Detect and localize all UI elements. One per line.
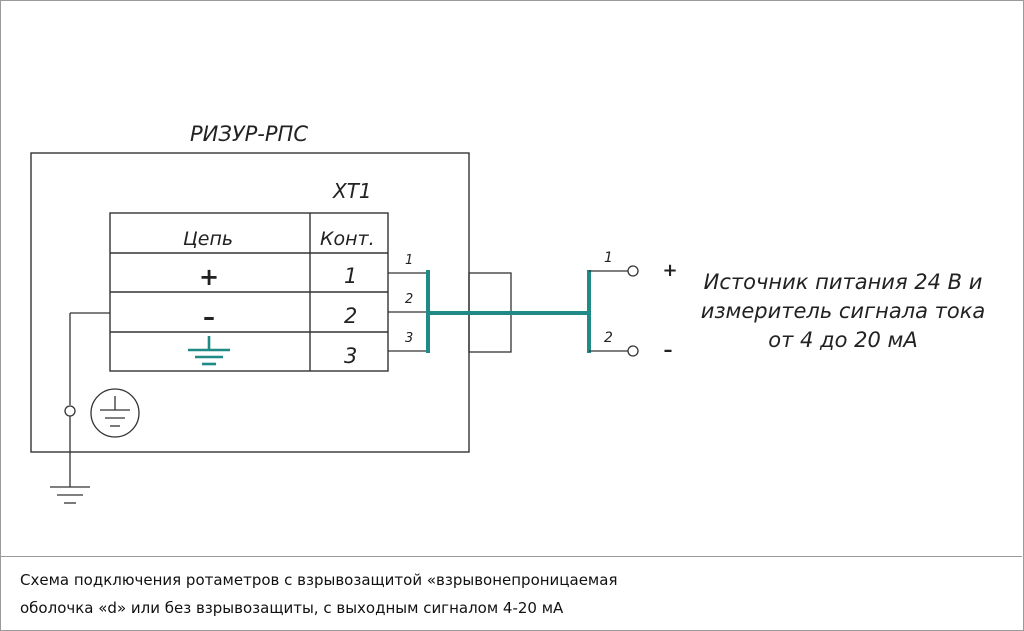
caption-panel: Схема подключения ротаметров с взрывозащ… (0, 556, 1022, 629)
wire-number-2: 2 (405, 292, 413, 307)
wire-number-1: 1 (405, 253, 413, 268)
circuit-plus: + (199, 263, 219, 291)
source-label-line-2: измеритель сигнала тока (701, 299, 986, 323)
source-label-line-1: Источник питания 24 В и (704, 270, 983, 294)
terminal-circle-icon (64, 405, 76, 417)
source-wire-number-1: 1 (604, 250, 613, 266)
ground-symbol-icon (188, 336, 230, 366)
caption-line-2: оболочка «d» или без взрывозащиты, с вых… (20, 599, 564, 617)
source-wire-number-2: 2 (604, 330, 613, 346)
source-terminals (589, 265, 639, 357)
column-header-circuit: Цепь (183, 228, 233, 250)
circuit-minus: – (203, 303, 215, 331)
contact-1: 1 (344, 264, 357, 288)
caption-line-1: Схема подключения ротаметров с взрывозащ… (20, 571, 618, 589)
contact-3: 3 (344, 344, 357, 368)
terminal-block-label: XT1 (332, 179, 372, 203)
ground-symbol-icon (50, 486, 90, 504)
wire-number-3: 3 (405, 331, 413, 346)
connection-table (109, 212, 389, 372)
terminal-wires (388, 272, 428, 352)
device-enclosure (30, 152, 470, 453)
column-header-contact: Конт. (320, 228, 375, 250)
source-plus: + (662, 260, 677, 281)
contact-2: 2 (344, 304, 357, 328)
terminal-circle-icon (627, 345, 639, 357)
source-minus: – (664, 340, 673, 361)
grounding-wire (64, 312, 110, 487)
device-title: РИЗУР-РПС (190, 122, 308, 146)
wiring-diagram: РИЗУР-РПС XT1 Цепь Конт. + – 1 2 3 1 2 3 (30, 122, 986, 504)
protective-earth-icon (90, 388, 140, 438)
source-label-line-3: от 4 до 20 мА (768, 328, 917, 352)
signal-cable (426, 270, 591, 353)
terminal-circle-icon (627, 265, 639, 277)
